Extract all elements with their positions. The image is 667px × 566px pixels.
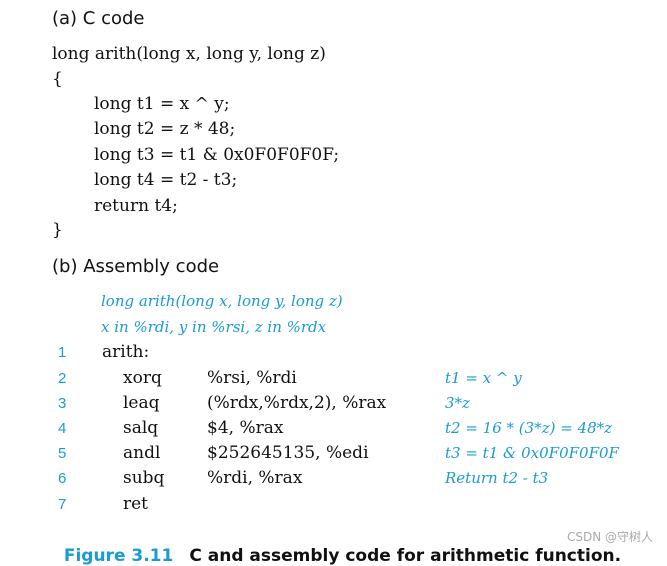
asm-label: arith:: [102, 342, 150, 362]
watermark: CSDN @守树人: [566, 530, 653, 544]
asm-line-number: 6: [58, 470, 67, 487]
figure-caption-text: C and assembly code for arithmetic funct…: [189, 546, 622, 566]
asm-instruction: salq: [123, 418, 159, 438]
asm-instruction: andl: [123, 443, 161, 463]
section-a-title: (a) C code: [52, 8, 145, 29]
c-code-line-7: return t4;: [94, 196, 178, 216]
asm-comment: 3*z: [445, 394, 470, 412]
asm-header-comment-2: x in %rdi, y in %rsi, z in %rdx: [101, 318, 327, 336]
asm-comment: t3 = t1 & 0x0F0F0F0F: [445, 444, 619, 462]
c-code-line-1: long arith(long x, long y, long z): [52, 44, 326, 64]
asm-operands: (%rdx,%rdx,2), %rax: [207, 393, 387, 413]
asm-line-number: 5: [58, 445, 67, 462]
section-b-title: (b) Assembly code: [52, 256, 220, 277]
asm-line-number: 7: [58, 496, 67, 513]
asm-instruction: xorq: [123, 368, 162, 388]
asm-instruction: ret: [123, 494, 149, 514]
asm-operands: %rsi, %rdi: [207, 368, 297, 388]
asm-comment: Return t2 - t3: [445, 469, 549, 487]
c-code-line-8: }: [52, 220, 63, 240]
c-code-line-5: long t3 = t1 & 0x0F0F0F0F;: [94, 145, 340, 165]
asm-line-number: 2: [58, 370, 67, 387]
asm-operands: %rdi, %rax: [207, 468, 303, 488]
asm-operands: $4, %rax: [207, 418, 284, 438]
asm-line-number: 3: [58, 395, 67, 412]
c-code-line-4: long t2 = z * 48;: [94, 119, 236, 139]
c-code-line-3: long t1 = x ^ y;: [94, 94, 230, 114]
asm-comment: t1 = x ^ y: [445, 369, 522, 387]
figure-caption: Figure 3.11 C and assembly code for arith…: [52, 526, 621, 566]
asm-line-number: 1: [58, 344, 67, 361]
asm-operands: $252645135, %edi: [207, 443, 369, 463]
asm-comment: t2 = 16 * (3*z) = 48*z: [445, 419, 613, 437]
c-code-line-2: {: [52, 69, 63, 89]
asm-header-comment-1: long arith(long x, long y, long z): [101, 292, 343, 310]
asm-line-number: 4: [58, 420, 67, 437]
asm-instruction: leaq: [123, 393, 160, 413]
c-code-line-6: long t4 = t2 - t3;: [94, 170, 238, 190]
asm-instruction: subq: [123, 468, 165, 488]
figure-label: Figure 3.11: [63, 546, 174, 566]
